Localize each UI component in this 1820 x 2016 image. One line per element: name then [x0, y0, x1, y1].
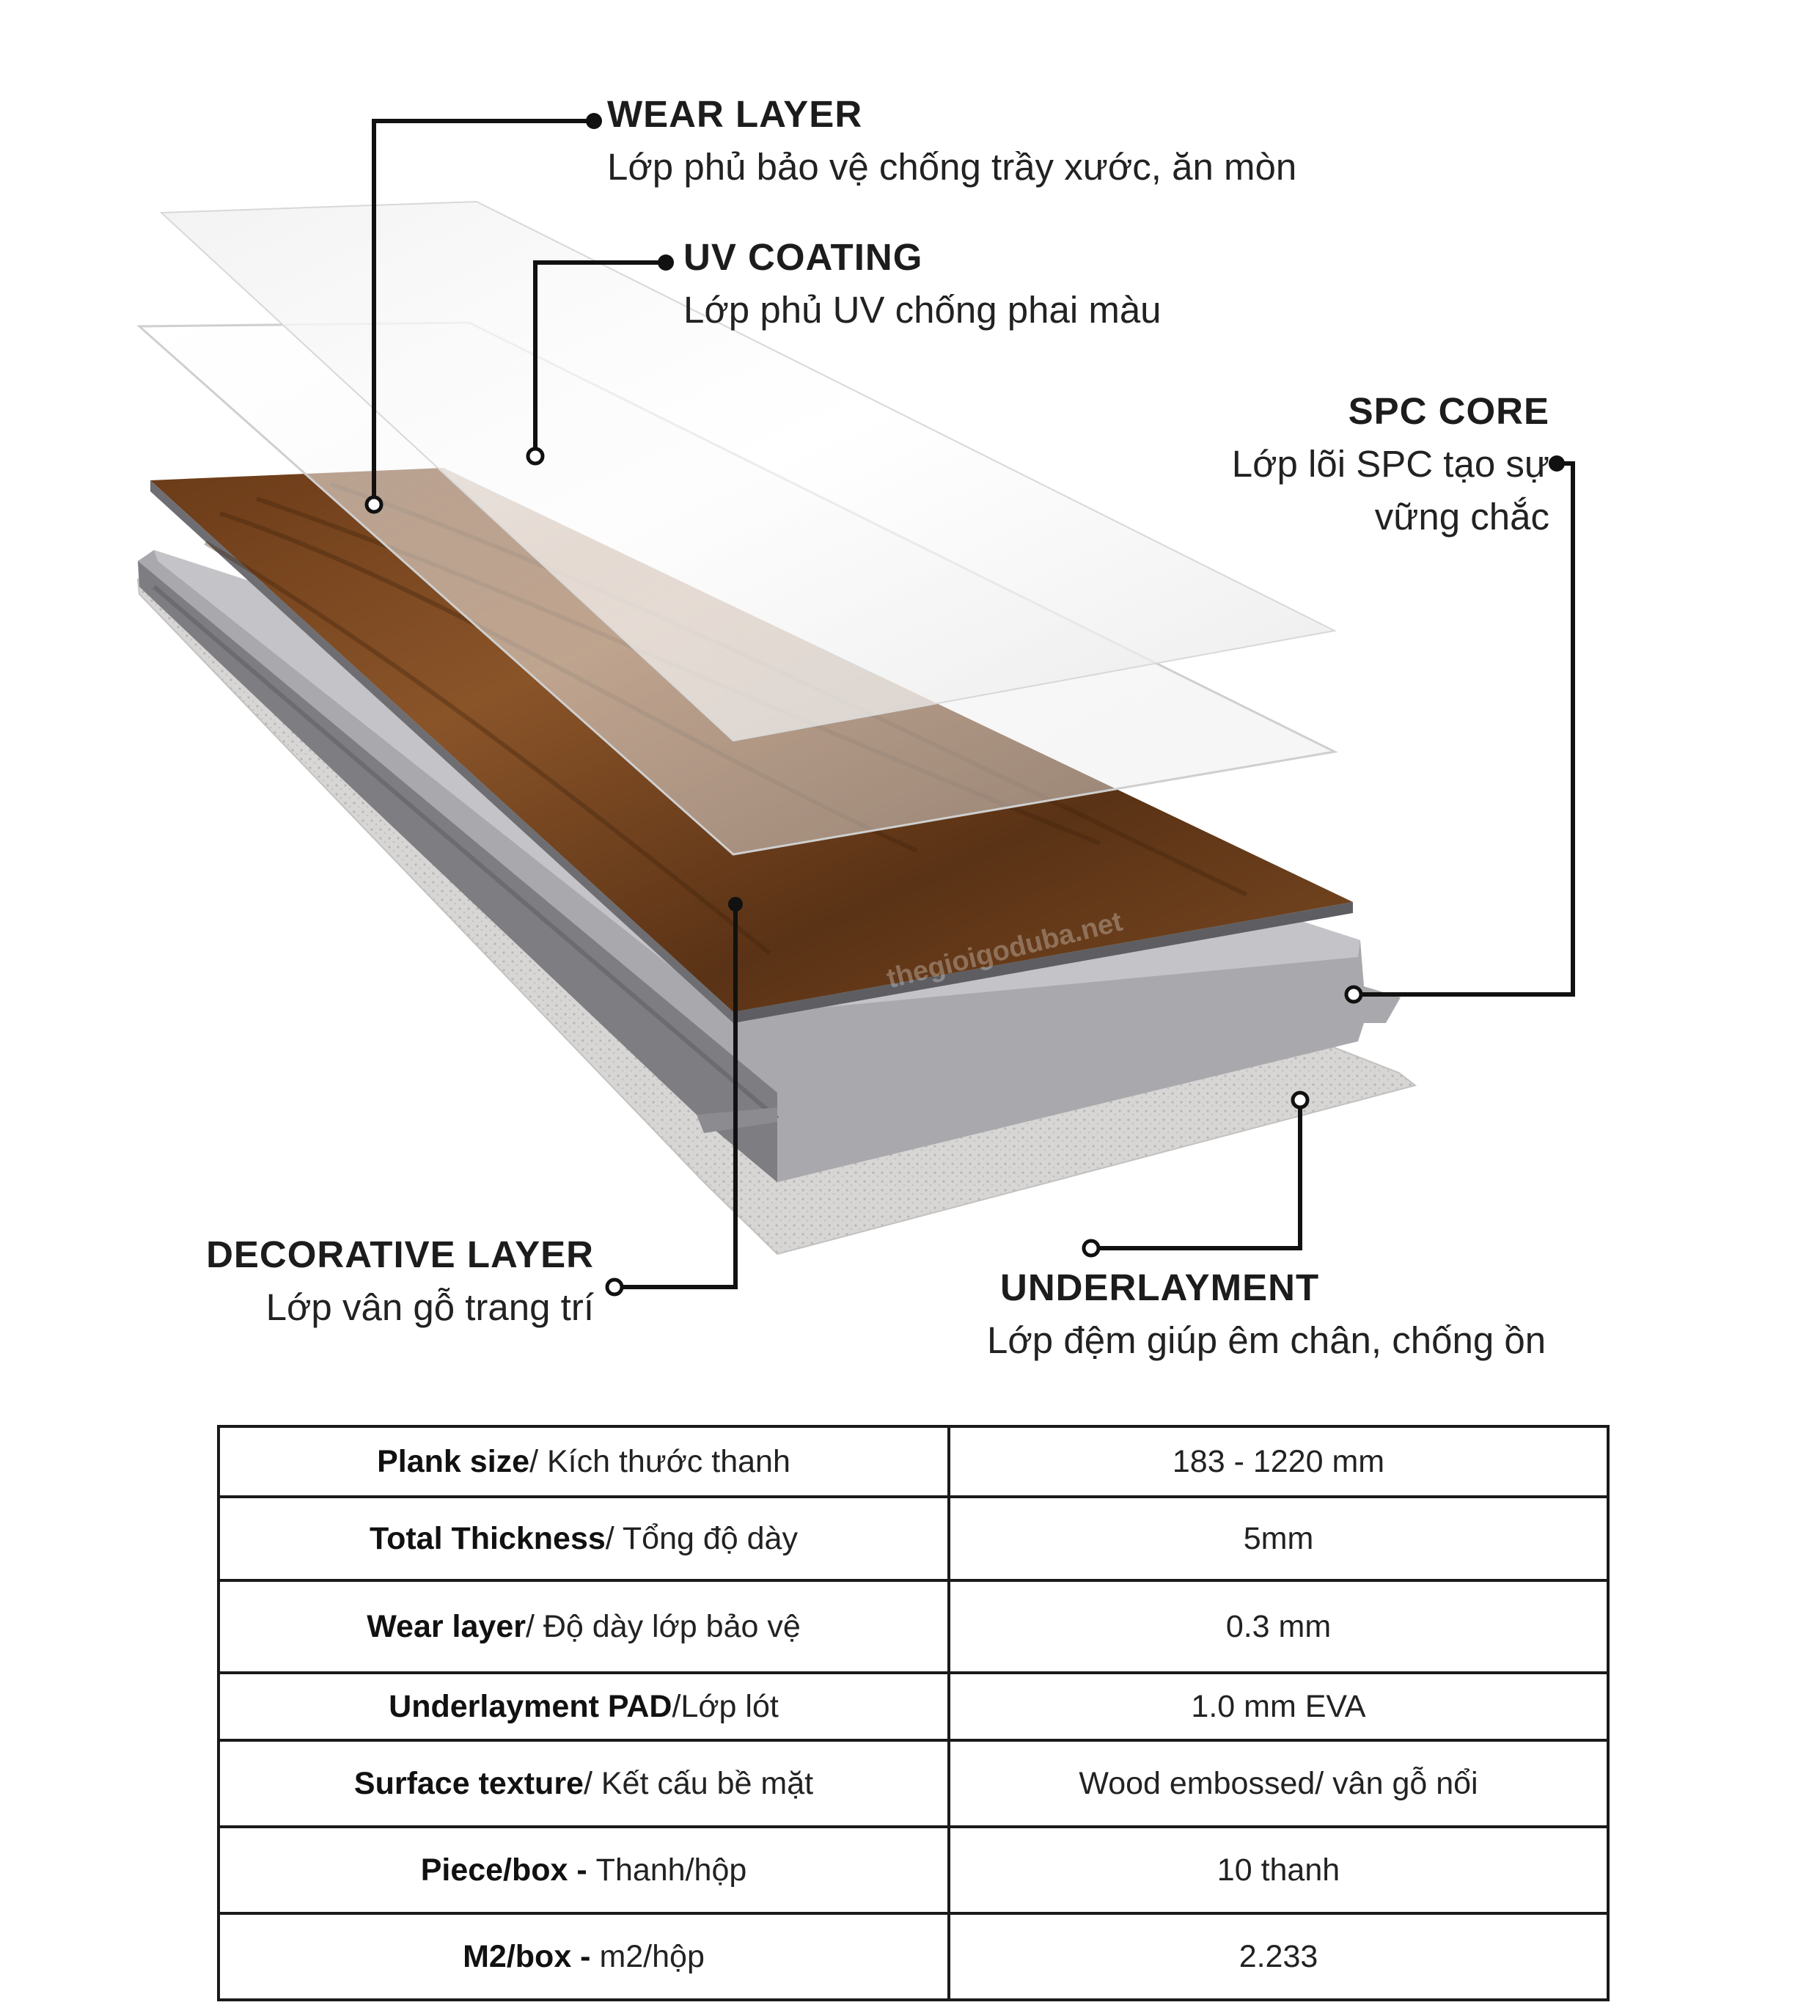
- wear-layer-label: WEAR LAYER Lớp phủ bảo vệ chống trầy xướ…: [607, 88, 1296, 194]
- table-row: Plank size/ Kích thước thanh 183 - 1220 …: [217, 1425, 1610, 1498]
- spec-key: Wear layer/ Độ dày lớp bảo vệ: [217, 1579, 950, 1674]
- spec-value: 5mm: [947, 1495, 1610, 1582]
- wear-layer-desc: Lớp phủ bảo vệ chống trầy xước, ăn mòn: [607, 146, 1297, 188]
- decorative-layer-title: DECORATIVE LAYER: [206, 1234, 594, 1275]
- spec-key: M2/box - m2/hộp: [217, 1912, 950, 2001]
- spc-core-title: SPC CORE: [1348, 390, 1549, 432]
- decorative-leader: [616, 906, 738, 1289]
- underlayment-leader: [1093, 1102, 1302, 1250]
- table-row: Wear layer/ Độ dày lớp bảo vệ 0.3 mm: [217, 1579, 1610, 1674]
- spec-key: Plank size/ Kích thước thanh: [217, 1425, 950, 1498]
- underlayment-desc: Lớp đệm giúp êm chân, chống ồn: [987, 1319, 1546, 1361]
- spc-core-desc-line2: vững chắc: [1374, 496, 1549, 538]
- spec-key: Surface texture/ Kết cấu bề mặt: [217, 1739, 950, 1828]
- uv-coating-desc: Lớp phủ UV chống phai màu: [683, 289, 1162, 331]
- table-row: Total Thickness/ Tổng độ dày 5mm: [217, 1495, 1610, 1582]
- table-row: Surface texture/ Kết cấu bề mặt Wood emb…: [217, 1739, 1610, 1828]
- wear-layer-leader: [372, 119, 592, 502]
- spec-key: Underlayment PAD/Lớp lót: [217, 1671, 950, 1742]
- decorative-layer-desc: Lớp vân gỗ trang trí: [265, 1286, 594, 1328]
- spc-core-desc-line1: Lớp lõi SPC tạo sự: [1231, 443, 1549, 485]
- uv-coating-leader: [533, 260, 664, 455]
- underlayment-title: UNDERLAYMENT: [1000, 1267, 1320, 1308]
- spec-value: 2.233: [947, 1912, 1610, 2001]
- spec-value: Wood embossed/ vân gỗ nổi: [947, 1739, 1610, 1828]
- wear-layer: [159, 200, 1338, 742]
- spec-value: 0.3 mm: [947, 1579, 1610, 1674]
- spc-core-label: SPC CORE Lớp lõi SPC tạo sự vững chắc: [1232, 385, 1549, 543]
- uv-coating-title: UV COATING: [683, 236, 923, 278]
- uv-coating-label: UV COATING Lớp phủ UV chống phai màu: [683, 231, 1162, 337]
- spec-value: 10 thanh: [947, 1825, 1610, 1915]
- spec-key: Total Thickness/ Tổng độ dày: [217, 1495, 950, 1582]
- table-row: Underlayment PAD/Lớp lót 1.0 mm EVA: [217, 1671, 1610, 1742]
- layer-diagram: thegioigoduba.net: [136, 113, 1575, 1297]
- decorative-layer-label: DECORATIVE LAYER Lớp vân gỗ trang trí: [206, 1228, 594, 1334]
- wear-layer-title: WEAR LAYER: [607, 93, 863, 135]
- underlayment-label: UNDERLAYMENT Lớp đệm giúp êm chân, chống…: [987, 1261, 1546, 1367]
- spec-value: 183 - 1220 mm: [947, 1425, 1610, 1498]
- table-row: M2/box - m2/hộp 2.233: [217, 1912, 1610, 2001]
- spec-table: Plank size/ Kích thước thanh 183 - 1220 …: [217, 1425, 1610, 2001]
- spc-core-leader: [1357, 461, 1575, 997]
- table-row: Piece/box - Thanh/hộp 10 thanh: [217, 1825, 1610, 1915]
- spec-key: Piece/box - Thanh/hộp: [217, 1825, 950, 1915]
- spec-value: 1.0 mm EVA: [947, 1671, 1610, 1742]
